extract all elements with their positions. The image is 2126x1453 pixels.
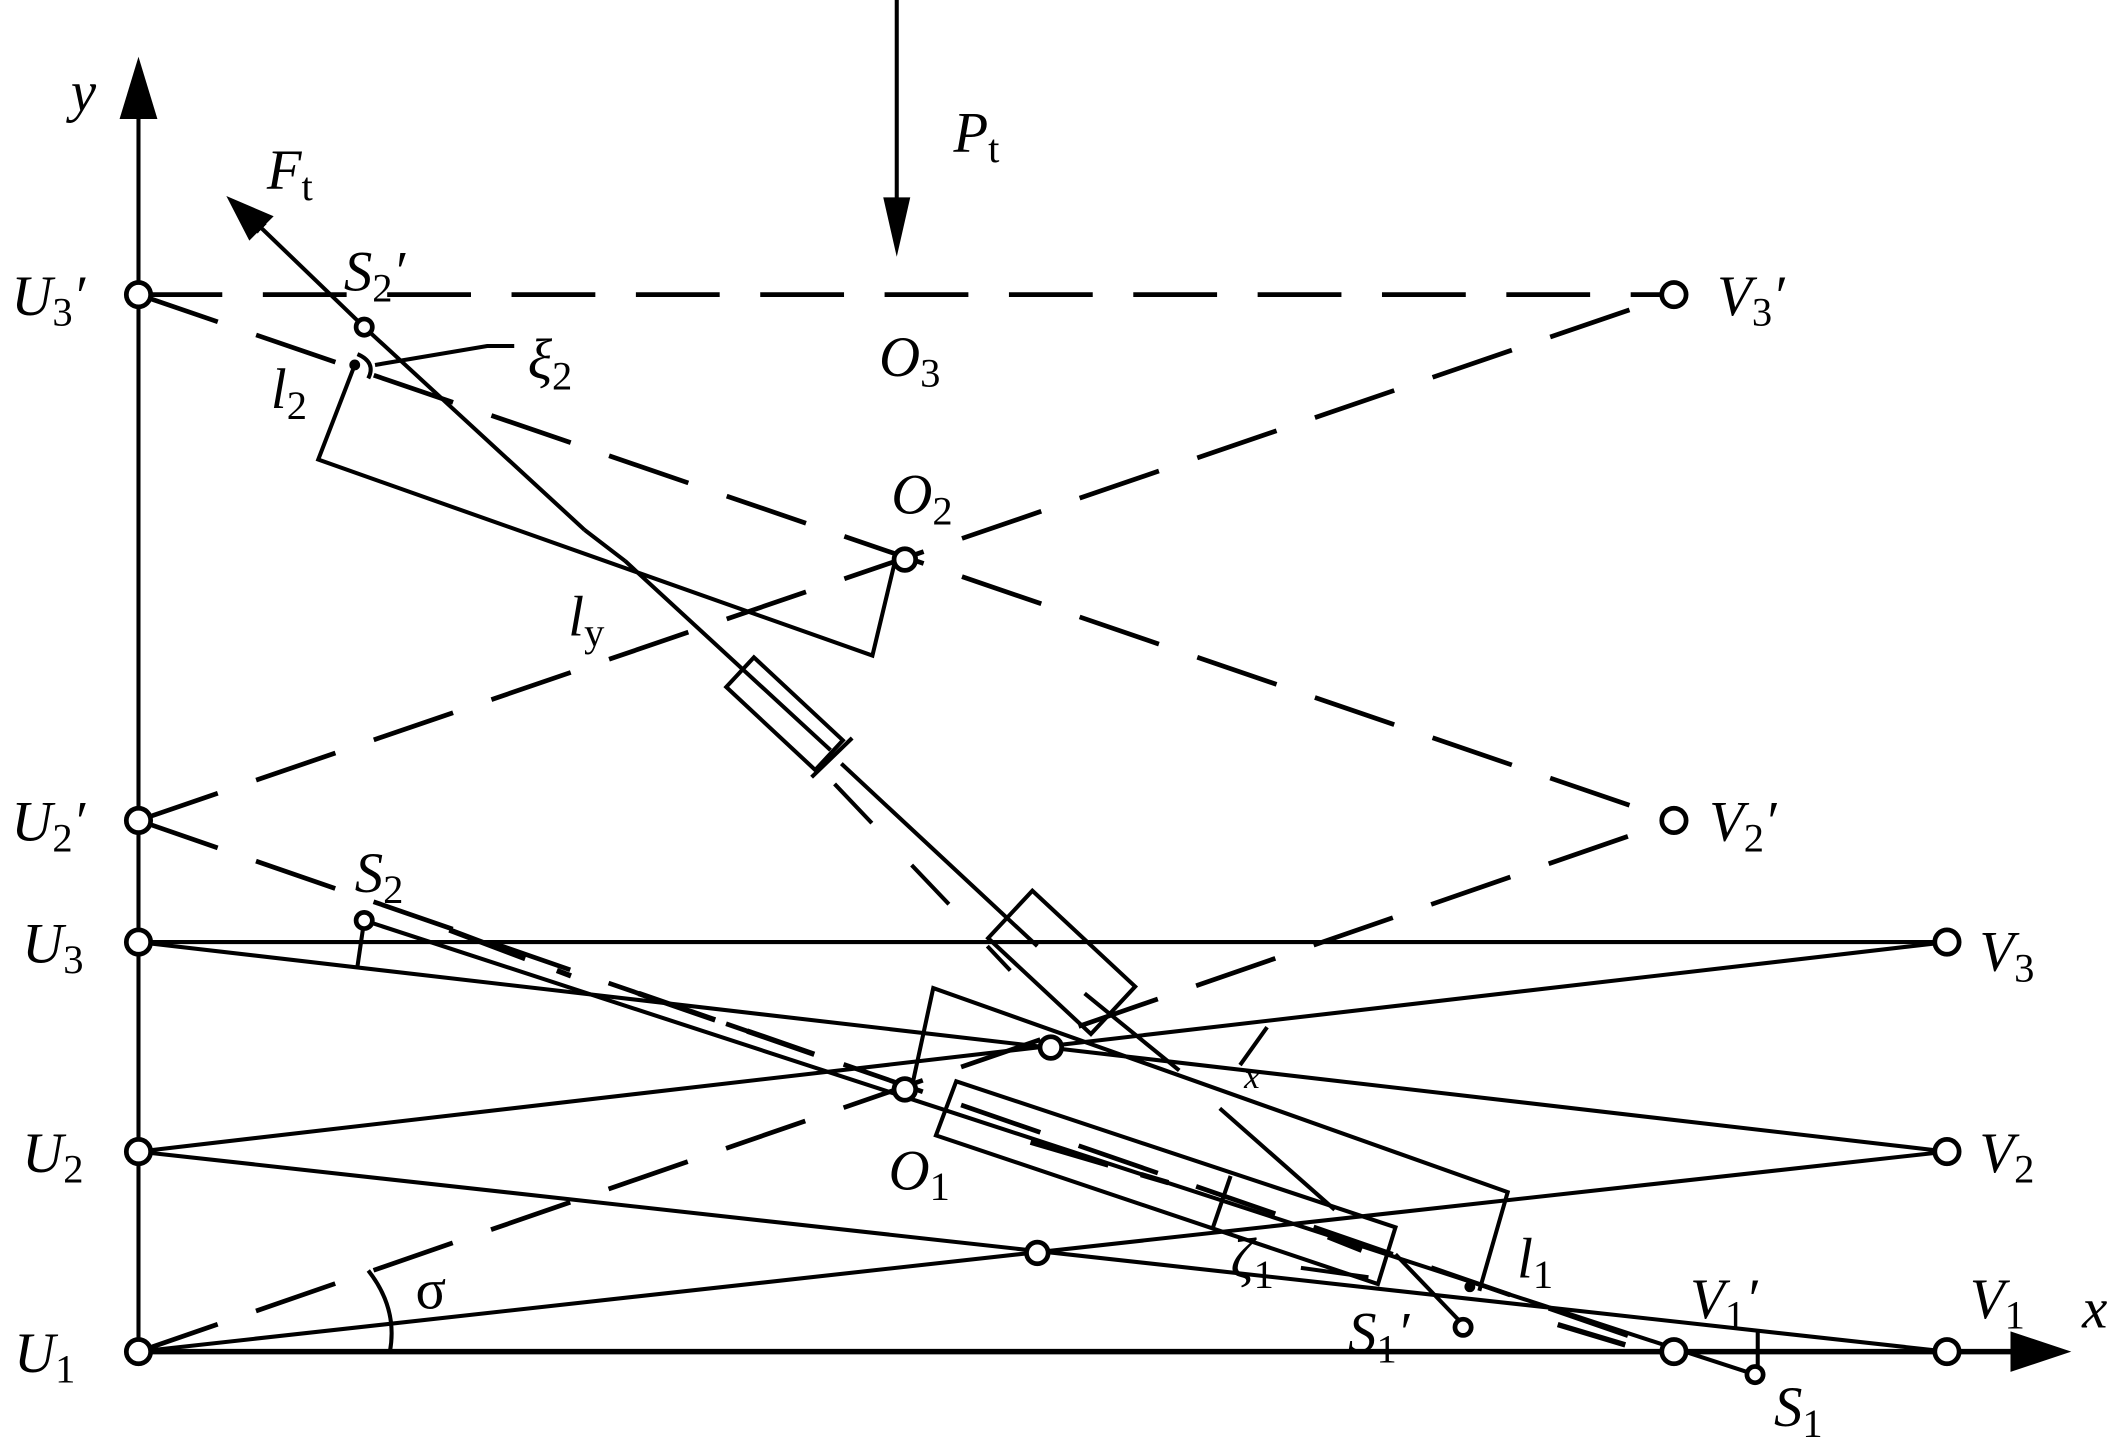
joint-u3[interactable] <box>123 927 154 957</box>
label-l1: l1 <box>1517 1227 1553 1297</box>
joint-upper-mid[interactable] <box>1037 1034 1065 1061</box>
label-ly: ly <box>568 585 605 655</box>
label-v2-prime: V2′ <box>1709 791 1778 861</box>
joint-l2 <box>349 359 361 371</box>
label-v3-prime: V3′ <box>1717 265 1786 335</box>
force-ft-label: Ft <box>266 139 314 209</box>
label-v3: V3 <box>1979 920 2034 990</box>
label-v1: V1 <box>1970 1268 2025 1338</box>
label-s2-prime: S2′ <box>344 241 407 311</box>
y-axis-label: y <box>66 61 97 124</box>
upper-cylinder-cap <box>810 736 854 779</box>
label-u2-prime: U2′ <box>11 791 86 861</box>
joint-v3-prime[interactable] <box>1659 280 1689 310</box>
load-pt-label: Pt <box>953 101 1001 171</box>
upper-cylinder-large-body <box>985 887 1139 1037</box>
force-ft-arrowhead-icon <box>226 195 274 241</box>
load-p-arrowhead-icon <box>883 197 911 257</box>
joint-v1-prime[interactable] <box>1659 1337 1689 1367</box>
label-o2: O2 <box>891 464 952 534</box>
label-v1-prime: V1′ <box>1690 1268 1759 1338</box>
upper-cylinder-axis <box>362 325 1181 1073</box>
xi2-angle-leader <box>374 343 515 367</box>
label-u1: U1 <box>14 1322 75 1392</box>
label-s1: S1 <box>1774 1376 1823 1446</box>
label-o3: O3 <box>879 326 940 396</box>
label-o1: O1 <box>889 1139 950 1209</box>
joint-v2[interactable] <box>1932 1137 1962 1167</box>
joint-u2-prime[interactable] <box>123 805 154 835</box>
joint-s1-prime[interactable] <box>1452 1316 1474 1338</box>
x-angle-tick <box>1238 1026 1269 1067</box>
joint-u2[interactable] <box>123 1137 154 1167</box>
label-x-angle: x <box>1243 1057 1260 1096</box>
label-l2: l2 <box>271 358 307 428</box>
joint-s1[interactable] <box>1744 1364 1766 1386</box>
joint-u3-prime[interactable] <box>123 280 154 310</box>
label-s2: S2 <box>355 842 404 912</box>
joints <box>123 280 1962 1386</box>
joint-o1[interactable] <box>891 1076 919 1103</box>
joint-u1[interactable] <box>123 1337 154 1367</box>
label-sigma: σ <box>416 1258 447 1321</box>
label-u3: U3 <box>22 912 83 982</box>
joint-s2[interactable] <box>353 909 375 931</box>
sigma-angle-arc <box>366 1269 394 1353</box>
label-s1-prime: S1′ <box>1348 1302 1411 1372</box>
xi2-angle-arc <box>356 352 373 380</box>
label-zeta1: ζ1 <box>1231 1227 1274 1297</box>
joint-s2-prime[interactable] <box>353 316 375 338</box>
s1prime-link <box>1394 1252 1465 1327</box>
lower-cylinder-body <box>933 1078 1399 1287</box>
zeta1-leader <box>1300 1265 1369 1280</box>
label-xi2: ξ2 <box>528 328 573 398</box>
cylinder-axis-force-ft <box>251 218 366 329</box>
l1-bracket <box>909 985 1511 1292</box>
y-axis-arrow-icon <box>119 56 158 119</box>
joint-l1 <box>1464 1281 1476 1293</box>
label-u2: U2 <box>22 1122 83 1192</box>
joint-v2-prime[interactable] <box>1659 805 1689 835</box>
upper-cylinder-small-body <box>723 654 846 773</box>
upper-cylinder-dashed-rod <box>583 528 1012 972</box>
lower-cylinder-axis-s2-s1 <box>363 918 1756 1377</box>
joint-v3[interactable] <box>1932 927 1962 957</box>
lower-cylinder-inner-line <box>1211 1175 1233 1228</box>
x-axis-arrow-icon <box>2010 1331 2072 1372</box>
lower-cylinder-rod-dashed <box>448 927 1627 1348</box>
joint-v1[interactable] <box>1932 1337 1962 1367</box>
x-axis-label: x <box>2081 1277 2107 1340</box>
joint-o2[interactable] <box>891 546 919 573</box>
label-v2: V2 <box>1979 1122 2034 1192</box>
upper-cylinder-rod-lower <box>1218 1106 1337 1212</box>
l2-bracket <box>315 364 898 659</box>
joint-lower-mid[interactable] <box>1024 1239 1051 1267</box>
label-u3-prime: U3′ <box>11 265 86 335</box>
